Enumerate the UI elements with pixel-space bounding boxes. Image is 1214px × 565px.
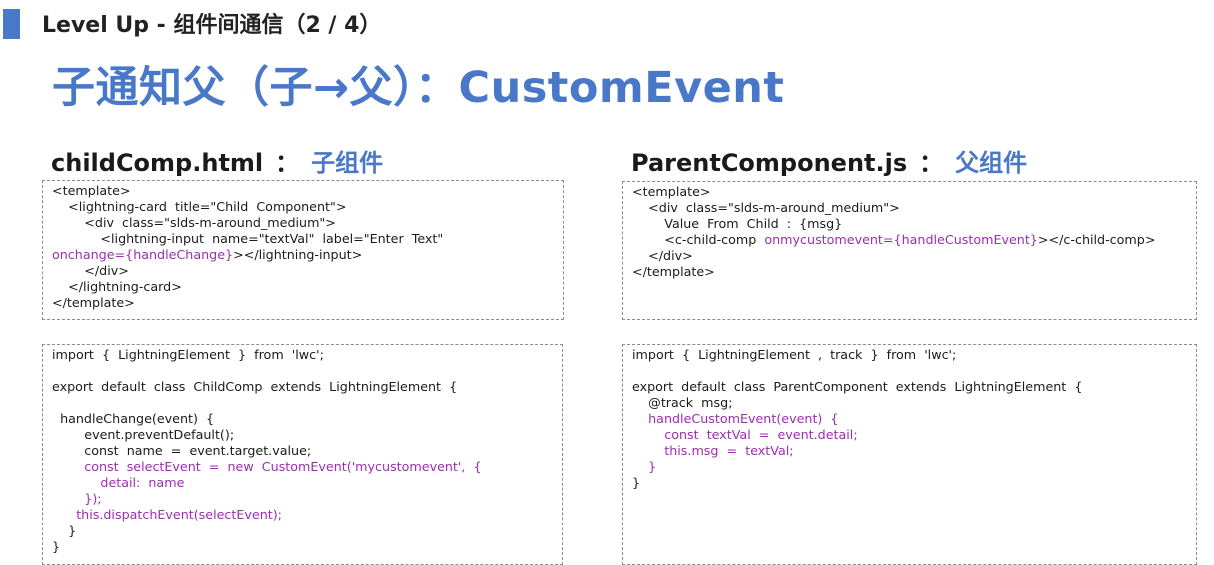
code-text: const name = event.target.value; bbox=[52, 443, 312, 458]
code-text: export default class ParentComponent ext… bbox=[632, 379, 1083, 394]
code-line: this.dispatchEvent(selectEvent); bbox=[52, 507, 553, 523]
left-separator: ： bbox=[275, 149, 300, 177]
code-highlight: onmycustomevent={handleCustomEvent} bbox=[764, 232, 1038, 247]
code-line: event.preventDefault(); bbox=[52, 427, 553, 443]
code-line: export default class ChildComp extends L… bbox=[52, 379, 553, 395]
code-line: Value From Child : {msg} bbox=[632, 216, 1187, 232]
code-text: <lightning-input name="textVal" label="E… bbox=[52, 231, 444, 246]
code-line: <div class="slds-m-around_medium"> bbox=[52, 215, 554, 231]
code-text: event.preventDefault(); bbox=[52, 427, 235, 442]
code-text: <div class="slds-m-around_medium"> bbox=[632, 200, 900, 215]
code-line: detail: name bbox=[52, 475, 553, 491]
code-text: import { LightningElement } from 'lwc'; bbox=[52, 347, 324, 362]
accent-bar bbox=[3, 9, 20, 39]
code-line: <div class="slds-m-around_medium"> bbox=[632, 200, 1187, 216]
code-text: <lightning-card title="Child Component"> bbox=[52, 199, 347, 214]
code-line: <lightning-card title="Child Component"> bbox=[52, 199, 554, 215]
code-line: <template> bbox=[52, 183, 554, 199]
code-text: ></c-child-comp> bbox=[1037, 232, 1156, 247]
code-highlight: } bbox=[632, 459, 657, 474]
code-line: const textVal = event.detail; bbox=[632, 427, 1187, 443]
code-line: this.msg = textVal; bbox=[632, 443, 1187, 459]
code-text: <c-child-comp bbox=[632, 232, 765, 247]
code-line: </div> bbox=[632, 248, 1187, 264]
code-line bbox=[52, 363, 553, 379]
child-template-code-box: <template> <lightning-card title="Child … bbox=[42, 180, 564, 320]
code-highlight: onchange={handleChange} bbox=[52, 247, 234, 262]
left-file-name: childComp.html bbox=[51, 149, 264, 177]
code-line: const selectEvent = new CustomEvent('myc… bbox=[52, 459, 553, 475]
child-js-code-box: import { LightningElement } from 'lwc'; e… bbox=[42, 344, 563, 565]
main-title: 子通知父（子→父）：CustomEvent bbox=[52, 63, 785, 113]
code-line: import { LightningElement , track } from… bbox=[632, 347, 1187, 363]
code-highlight: detail: name bbox=[52, 475, 185, 490]
code-text: ></lightning-input> bbox=[233, 247, 363, 262]
code-text: import { LightningElement , track } from… bbox=[632, 347, 957, 362]
code-text: } bbox=[52, 539, 61, 554]
code-line bbox=[632, 363, 1187, 379]
code-line: <c-child-comp onmycustomevent={handleCus… bbox=[632, 232, 1187, 248]
code-line bbox=[52, 395, 553, 411]
code-line: </template> bbox=[52, 295, 554, 311]
right-file-name: ParentComponent.js bbox=[631, 149, 908, 177]
code-text: } bbox=[52, 523, 77, 538]
code-highlight: this.msg = textVal; bbox=[632, 443, 794, 458]
code-line: onchange={handleChange}></lightning-inpu… bbox=[52, 247, 554, 263]
code-text: <div class="slds-m-around_medium"> bbox=[52, 215, 336, 230]
code-text: handleChange(event) { bbox=[52, 411, 215, 426]
code-highlight: this.dispatchEvent(selectEvent); bbox=[52, 507, 282, 522]
code-line: } bbox=[52, 523, 553, 539]
parent-template-code-box: <template> <div class="slds-m-around_med… bbox=[622, 181, 1197, 320]
code-text: @track msg; bbox=[632, 395, 733, 410]
code-text: </div> bbox=[52, 263, 129, 278]
code-line: } bbox=[632, 475, 1187, 491]
right-separator: ： bbox=[919, 149, 944, 177]
code-line: <template> bbox=[632, 184, 1187, 200]
left-component-label: 子组件 bbox=[311, 149, 384, 177]
code-line: </template> bbox=[632, 264, 1187, 280]
code-line: }); bbox=[52, 491, 553, 507]
right-component-label: 父组件 bbox=[955, 149, 1028, 177]
code-text: Value From Child : {msg} bbox=[632, 216, 843, 231]
code-line: } bbox=[632, 459, 1187, 475]
code-text: </div> bbox=[632, 248, 693, 263]
code-text: </template> bbox=[52, 295, 135, 310]
code-text: } bbox=[632, 475, 641, 490]
code-highlight: handleCustomEvent(event) { bbox=[632, 411, 839, 426]
code-line: import { LightningElement } from 'lwc'; bbox=[52, 347, 553, 363]
code-line: </div> bbox=[52, 263, 554, 279]
code-text: export default class ChildComp extends L… bbox=[52, 379, 458, 394]
parent-js-code-box: import { LightningElement , track } from… bbox=[622, 344, 1197, 565]
header-title: Level Up - 组件间通信（2 / 4） bbox=[42, 13, 382, 38]
code-line: @track msg; bbox=[632, 395, 1187, 411]
code-text: <template> bbox=[52, 183, 131, 198]
right-section-heading: ParentComponent.js ： 父组件 bbox=[631, 143, 1027, 178]
code-line: </lightning-card> bbox=[52, 279, 554, 295]
code-highlight: const selectEvent = new CustomEvent('myc… bbox=[52, 459, 482, 474]
code-highlight: const textVal = event.detail; bbox=[632, 427, 858, 442]
code-text: </template> bbox=[632, 264, 715, 279]
code-line: export default class ParentComponent ext… bbox=[632, 379, 1187, 395]
code-text: </lightning-card> bbox=[52, 279, 182, 294]
code-line: } bbox=[52, 539, 553, 555]
left-section-heading: childComp.html ： 子组件 bbox=[51, 143, 383, 178]
code-line: const name = event.target.value; bbox=[52, 443, 553, 459]
code-line: handleChange(event) { bbox=[52, 411, 553, 427]
code-highlight: }); bbox=[52, 491, 102, 506]
code-line: handleCustomEvent(event) { bbox=[632, 411, 1187, 427]
code-text: <template> bbox=[632, 184, 711, 199]
code-line: <lightning-input name="textVal" label="E… bbox=[52, 231, 554, 247]
